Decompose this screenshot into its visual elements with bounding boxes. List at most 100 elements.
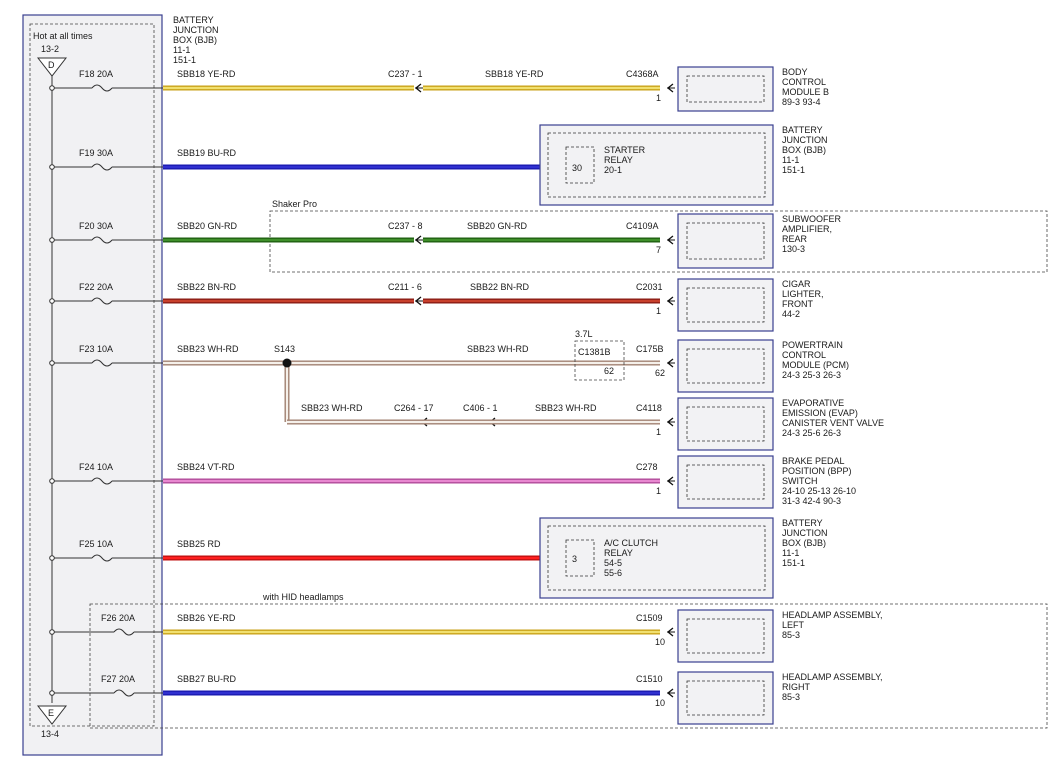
f19-module-text-2: BOX (BJB) [782, 145, 826, 155]
f23-fuse-icon [91, 359, 113, 367]
f22-module-text-2: FRONT [782, 299, 813, 309]
f22-module-text-1: LIGHTER, [782, 289, 824, 299]
f25-relay-name-1: RELAY [604, 548, 633, 558]
c1381b-label: C1381B [578, 347, 611, 357]
variant-label: 3.7L [575, 329, 593, 339]
evap-connector-label: C4118 [636, 403, 662, 413]
f20-connector-label: C4109A [626, 221, 659, 231]
bus-bottom-letter: E [48, 708, 54, 718]
f23-module-text-0: POWERTRAIN [782, 340, 843, 350]
f25-module-text-1: JUNCTION [782, 528, 828, 538]
f23-right-circuit-label: SBB23 WH-RD [467, 344, 529, 354]
f19-module-text-1: JUNCTION [782, 135, 828, 145]
f19-relay-pin-box [565, 146, 595, 184]
bus-top-ref: 13-2 [41, 44, 59, 54]
f18-fuse-label: F18 20A [79, 69, 113, 79]
f23-bus-node [49, 360, 55, 366]
f24-circuit-label: SBB24 VT-RD [177, 462, 235, 472]
bus-top-arrow-icon [36, 57, 68, 77]
hid-option-frame [89, 603, 1048, 729]
f23-module-text-2: MODULE (PCM) [782, 360, 849, 370]
f27-connector-icon [666, 688, 675, 698]
f24-module-text-2: SWITCH [782, 476, 818, 486]
evap-inline-connector-1-label: C406 - 1 [463, 403, 498, 413]
f25-relay-frame [547, 525, 766, 591]
f26-fuse-icon [113, 628, 135, 636]
f24-module-box [677, 455, 774, 509]
evap-module-text-2: CANISTER VENT VALVE [782, 418, 884, 428]
f25-fuse-icon [91, 554, 113, 562]
splice-label: S143 [274, 344, 295, 354]
evap-module-box [677, 397, 774, 451]
f25-bus-node [49, 555, 55, 561]
svg-text:BATTERY: BATTERY [173, 15, 214, 25]
f24-module-text-4: 31-3 42-4 90-3 [782, 496, 841, 506]
f23-module-text-3: 24-3 25-3 26-3 [782, 370, 841, 380]
evap-module-text-1: EMISSION (EVAP) [782, 408, 858, 418]
svg-text:BOX (BJB): BOX (BJB) [173, 35, 217, 45]
bjb-bus-box [22, 14, 163, 756]
f27-bus-node [49, 690, 55, 696]
f18-module-inner [686, 75, 765, 103]
f24-connector-icon [666, 476, 675, 486]
f20-module-text-3: 130-3 [782, 244, 805, 254]
evap-module-text-0: EVAPORATIVE [782, 398, 844, 408]
f25-module-text-4: 151-1 [782, 558, 805, 568]
svg-text:11-1: 11-1 [173, 45, 190, 55]
f27-connector-label: C1510 [636, 674, 663, 684]
f22-pin-label: 1 [656, 306, 661, 316]
f19-module-text-4: 151-1 [782, 165, 805, 175]
f20-inline-connector-0-label: C237 - 8 [388, 221, 423, 231]
f25-relay-pin: 3 [572, 554, 577, 564]
f26-bus-node [49, 629, 55, 635]
evap-right-circuit-label: SBB23 WH-RD [535, 403, 597, 413]
f24-module-text-0: BRAKE PEDAL [782, 456, 845, 466]
f23-fuse-label: F23 10A [79, 344, 113, 354]
c1381b-connector-box [574, 340, 625, 381]
f23-pin-label: 62 [655, 368, 665, 378]
splice-dot [282, 358, 292, 368]
f26-module-text-0: HEADLAMP ASSEMBLY, [782, 610, 883, 620]
f27-module-inner [686, 680, 765, 716]
f25-module-text-3: 11-1 [782, 548, 799, 558]
f26-connector-label: C1509 [636, 613, 663, 623]
bus-bottom-arrow-icon [36, 705, 68, 725]
f26-fuse-label: F26 20A [101, 613, 135, 623]
f20-right-circuit-label: SBB20 GN-RD [467, 221, 528, 231]
f22-circuit-label: SBB22 BN-RD [177, 282, 237, 292]
svg-text:151-1: 151-1 [173, 55, 196, 65]
f19-bus-node [49, 164, 55, 170]
f19-relay-pin: 30 [572, 163, 582, 173]
f22-bus-node [49, 298, 55, 304]
bus-dashed-frame [29, 23, 155, 727]
source-module-label: BATTERY JUNCTION BOX (BJB) 11-1 151-1 [173, 15, 219, 65]
f23-connector-label: C175B [636, 344, 664, 354]
bus-bottom-ref: 13-4 [41, 729, 59, 739]
f27-module-text-1: RIGHT [782, 682, 811, 692]
f26-module-text-1: LEFT [782, 620, 805, 630]
evap-module-text-3: 24-3 25-6 26-3 [782, 428, 841, 438]
f20-module-box [677, 213, 774, 269]
f27-fuse-label: F27 20A [101, 674, 135, 684]
f24-module-inner [686, 464, 765, 500]
f20-fuse-label: F20 30A [79, 221, 113, 231]
f19-module-text-0: BATTERY [782, 125, 823, 135]
f22-fuse-icon [91, 297, 113, 305]
f24-connector-label: C278 [636, 462, 658, 472]
f18-module-text-3: 89-3 93-4 [782, 97, 821, 107]
f18-inline-connector-0-label: C237 - 1 [388, 69, 423, 79]
f18-module-text-1: CONTROL [782, 77, 826, 87]
f25-circuit-label: SBB25 RD [177, 539, 221, 549]
f24-fuse-label: F24 10A [79, 462, 113, 472]
f22-connector-label: C2031 [636, 282, 663, 292]
f20-pin-label: 7 [656, 245, 661, 255]
f26-module-box [677, 609, 774, 663]
evap-inline-connector-0-label: C264 - 17 [394, 403, 434, 413]
f22-module-box [677, 278, 774, 332]
f27-circuit-label: SBB27 BU-RD [177, 674, 237, 684]
f22-fuse-label: F22 20A [79, 282, 113, 292]
f25-bjb-box [539, 517, 774, 599]
f22-module-text-3: 44-2 [782, 309, 800, 319]
f18-module-text-2: MODULE B [782, 87, 829, 97]
